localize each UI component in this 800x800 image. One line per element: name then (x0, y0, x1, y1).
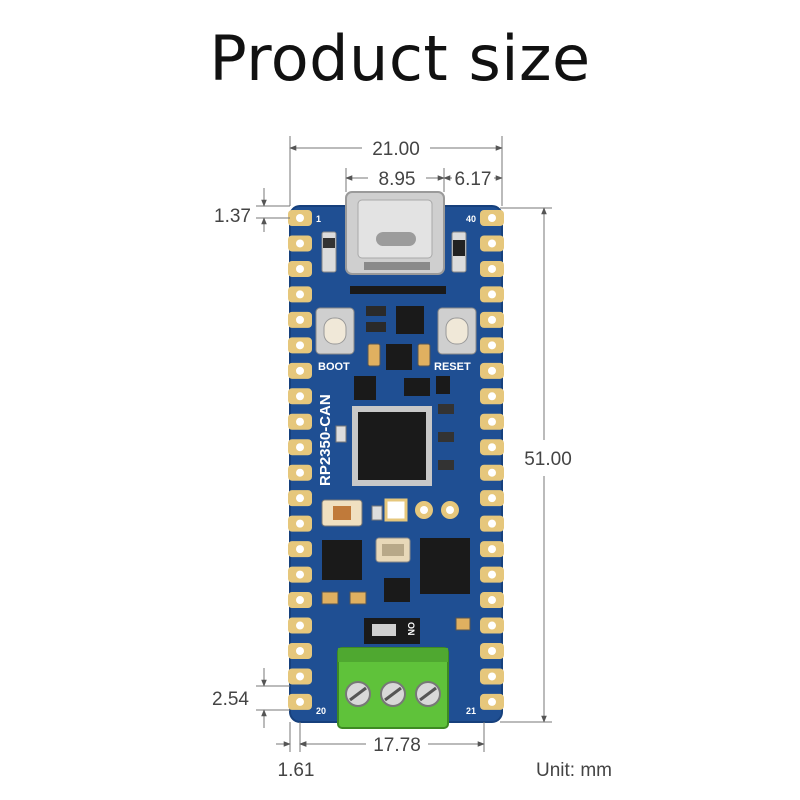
pin-hole (296, 239, 304, 248)
rp2350-chip (352, 406, 432, 486)
pin-hole (488, 621, 496, 630)
pin-hole (488, 366, 496, 375)
board-name: RP2350-CAN (317, 394, 334, 486)
pin-hole (296, 443, 304, 452)
pin-hole (296, 697, 304, 706)
dim-usb-width: 8.95 (379, 169, 416, 190)
usb-c-connector (345, 191, 445, 275)
pin-hole (488, 646, 496, 655)
unit-label: Unit: mm (536, 760, 612, 781)
pin-21-label: 21 (466, 706, 476, 716)
boot-label: BOOT (318, 361, 350, 373)
pin-hole (296, 366, 304, 375)
dip-switch[interactable]: ON (364, 618, 420, 644)
dim-pin-pitch: 2.54 (212, 689, 249, 710)
left-pin-pads (288, 210, 312, 710)
pin-hole (296, 468, 304, 477)
pin-hole (488, 290, 496, 299)
pin-hole (296, 214, 304, 222)
pin-hole (488, 264, 496, 273)
pin-hole (488, 392, 496, 401)
dim-top-offset: 1.37 (214, 206, 251, 227)
pin-1-label: 1 (316, 214, 321, 224)
pin-hole (296, 417, 304, 426)
pin-hole (488, 468, 496, 477)
dim-board-width: 21.00 (372, 139, 420, 160)
pin-hole (296, 646, 304, 655)
pin-hole (296, 672, 304, 681)
dim-edge-offset: 1.61 (278, 760, 315, 781)
pin-hole (296, 570, 304, 579)
pin-hole (488, 494, 496, 503)
pin-hole (296, 392, 304, 401)
pin-hole (296, 621, 304, 630)
pin-hole (488, 443, 496, 452)
reset-label: RESET (434, 361, 471, 373)
pin-hole (488, 697, 496, 706)
pin-hole (488, 315, 496, 324)
reset-button[interactable] (437, 307, 477, 355)
pin-hole (488, 570, 496, 579)
pin-hole (296, 315, 304, 324)
pin-20-label: 20 (316, 706, 326, 716)
switch-label: ON (406, 622, 416, 636)
pin-hole (296, 494, 304, 503)
pin-hole (296, 519, 304, 528)
pin-hole (488, 545, 496, 554)
pin-hole (296, 341, 304, 350)
pin-hole (296, 596, 304, 605)
header-holes (384, 498, 462, 522)
pin-hole (488, 519, 496, 528)
screw-terminal (337, 647, 449, 729)
right-pin-pads (480, 210, 504, 710)
pin-40-label: 40 (466, 214, 476, 224)
pin-hole (488, 417, 496, 426)
pin-hole (296, 264, 304, 273)
dim-board-length: 51.00 (524, 449, 572, 470)
boot-button[interactable] (315, 307, 355, 355)
pin-hole (488, 341, 496, 350)
pin-hole (296, 545, 304, 554)
dim-usb-offset: 6.17 (455, 169, 492, 190)
dim-hole-span: 17.78 (373, 735, 421, 756)
small-components (321, 231, 471, 631)
pin-hole (488, 239, 496, 248)
dimension-lines (256, 136, 552, 752)
pin-hole (488, 596, 496, 605)
page-title: Product size (209, 22, 591, 95)
pin-hole (296, 290, 304, 299)
pin-hole (488, 214, 496, 222)
pin-hole (488, 672, 496, 681)
